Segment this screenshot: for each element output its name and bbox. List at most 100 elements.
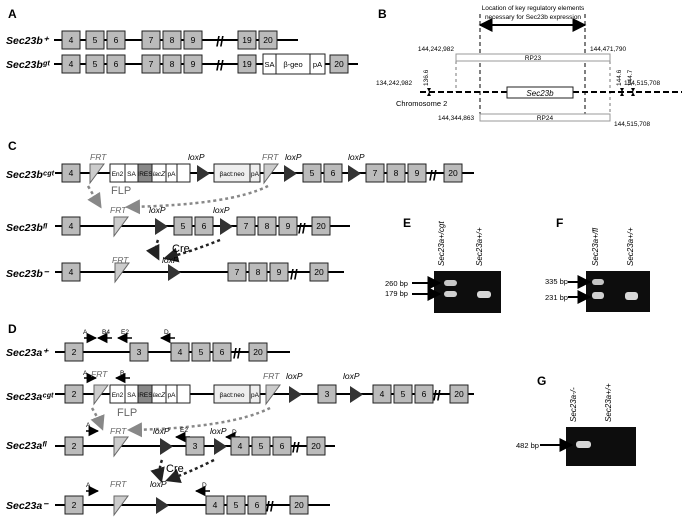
svg-text:En2: En2 [112, 171, 124, 178]
svg-text:482 bp: 482 bp [516, 441, 539, 450]
gene-label: Sec23bᵍᵗ [6, 59, 50, 71]
svg-text:20: 20 [316, 221, 326, 231]
svg-text:6: 6 [202, 221, 207, 231]
svg-text:5: 5 [310, 168, 315, 178]
svg-text:pA: pA [251, 392, 260, 399]
svg-text:5: 5 [181, 221, 186, 231]
svg-text:FRT: FRT [110, 479, 127, 489]
svg-text:4: 4 [69, 168, 74, 178]
svg-text:20: 20 [454, 389, 464, 399]
gel-image [586, 271, 650, 312]
gel-g: Sec23a-/- Sec23a+/+ 482 bp [516, 383, 636, 466]
bac-rp23 [455, 53, 611, 62]
exon-box [183, 30, 203, 50]
svg-text:8: 8 [394, 168, 399, 178]
svg-text:FRT: FRT [110, 205, 127, 215]
svg-text:D: D [232, 429, 237, 436]
svg-text:20: 20 [314, 267, 324, 277]
svg-text:20: 20 [253, 347, 263, 357]
svg-text:5: 5 [234, 500, 239, 510]
svg-text:pA: pA [251, 171, 260, 178]
svg-text:SA: SA [264, 60, 274, 69]
chromosome-label: Chromosome 2 [396, 99, 447, 108]
svg-text:SA: SA [127, 171, 136, 178]
svg-text:D: D [202, 482, 207, 489]
svg-text:6: 6 [114, 59, 119, 69]
svg-text:β-geo: β-geo [283, 60, 302, 69]
svg-text:8: 8 [256, 267, 261, 277]
svg-text:Sec23a⁻: Sec23a⁻ [6, 500, 49, 512]
sec23b-fl-allele: Sec23bᶠˡ FRT loxP loxP 4 5 6 7 8 9 // 20 [6, 205, 350, 238]
svg-text:FLP: FLP [111, 185, 131, 197]
svg-text:136.6: 136.6 [423, 69, 430, 86]
svg-text:3: 3 [137, 347, 142, 357]
sec23a-cgt-allele: Sec23aᶜᵍᵗ A B FRT FRT loxP loxP 2 En2 SA… [6, 369, 474, 406]
gene-box [506, 86, 574, 99]
svg-text:144,471,790: 144,471,790 [590, 46, 627, 53]
svg-text:IRES: IRES [137, 171, 153, 178]
panel-label-d: D [8, 322, 17, 336]
sec23b-cgt-allele: Sec23bᶜᵍᵗ FRT loxP FRT loxP loxP 4 En2 S… [6, 152, 474, 185]
svg-text:A: A [83, 329, 88, 336]
exon-box [61, 30, 81, 50]
svg-text:A: A [83, 370, 88, 377]
svg-text:4: 4 [380, 389, 385, 399]
svg-text://: // [266, 498, 274, 514]
svg-text:Sec23bᶜᵍᵗ: Sec23bᶜᵍᵗ [6, 169, 54, 181]
sec23a-wt-allele: Sec23a⁺ A B4 E2 D 2 3 4 5 6 // 20 [6, 329, 290, 362]
svg-text:loxP: loxP [286, 371, 303, 381]
svg-text:179 bp: 179 bp [385, 289, 408, 298]
svg-text:4: 4 [69, 221, 74, 231]
sec23b-wt-allele: Sec23b⁺ 4 5 6 7 8 9 // 19 20 [6, 30, 298, 50]
panel-label-e: E [403, 216, 411, 230]
svg-text:5: 5 [199, 347, 204, 357]
panel-label-a: A [8, 7, 17, 21]
break-mark: // [216, 33, 224, 49]
exon-label: 5 [93, 35, 98, 45]
exon-box [162, 30, 182, 50]
bac-rp24 [479, 113, 611, 122]
exon-box [85, 30, 105, 50]
svg-text:lacZ: lacZ [153, 171, 166, 178]
svg-text:4: 4 [178, 347, 183, 357]
svg-text:9: 9 [277, 267, 282, 277]
svg-text:Sec23b: Sec23b [526, 89, 554, 98]
svg-text://: // [429, 167, 437, 183]
svg-text:134,242,982: 134,242,982 [376, 80, 413, 87]
svg-text:3: 3 [325, 389, 330, 399]
exon-box [141, 30, 161, 50]
svg-text:Sec23a+/fl: Sec23a+/fl [591, 228, 600, 266]
svg-text:144,344,863: 144,344,863 [438, 115, 475, 122]
exon-label: 20 [263, 35, 273, 45]
sec23b-gt-allele: Sec23bᵍᵗ 4 5 6 7 8 9 // 19 SA β-geo pA 2… [6, 53, 358, 75]
svg-text:6: 6 [220, 347, 225, 357]
panel-label-c: C [8, 139, 17, 153]
frt-site [89, 163, 105, 185]
svg-text://: // [290, 266, 298, 282]
svg-text:FRT: FRT [262, 152, 279, 162]
svg-text:4: 4 [238, 441, 243, 451]
svg-text:RP23: RP23 [525, 55, 542, 62]
exon-label: 8 [170, 35, 175, 45]
exon-label: 6 [114, 35, 119, 45]
panel-label-g: G [537, 374, 546, 388]
svg-text:Sec23a-/-: Sec23a-/- [569, 387, 578, 422]
svg-text:5: 5 [401, 389, 406, 399]
sec23a-null-allele: Sec23a⁻ A FRT loxP D 2 4 5 6 // 20 [6, 479, 330, 517]
svg-text:FRT: FRT [90, 152, 107, 162]
svg-text:A: A [86, 482, 91, 489]
gene-label: Sec23b⁺ [6, 35, 50, 47]
svg-text:pA: pA [168, 171, 177, 178]
exon-label: 9 [191, 35, 196, 45]
svg-text:FRT: FRT [91, 369, 108, 379]
svg-text:144.6: 144.6 [616, 69, 623, 86]
svg-text:E2: E2 [121, 329, 129, 336]
svg-text:SA: SA [127, 392, 136, 399]
svg-text:FRT: FRT [263, 371, 280, 381]
svg-text:260 bp: 260 bp [385, 279, 408, 288]
exon-box [258, 30, 278, 50]
svg-text:loxP: loxP [153, 426, 170, 436]
svg-text:E2: E2 [180, 427, 188, 434]
svg-text:RP24: RP24 [537, 115, 554, 122]
svg-text:βact:neo: βact:neo [219, 392, 244, 399]
